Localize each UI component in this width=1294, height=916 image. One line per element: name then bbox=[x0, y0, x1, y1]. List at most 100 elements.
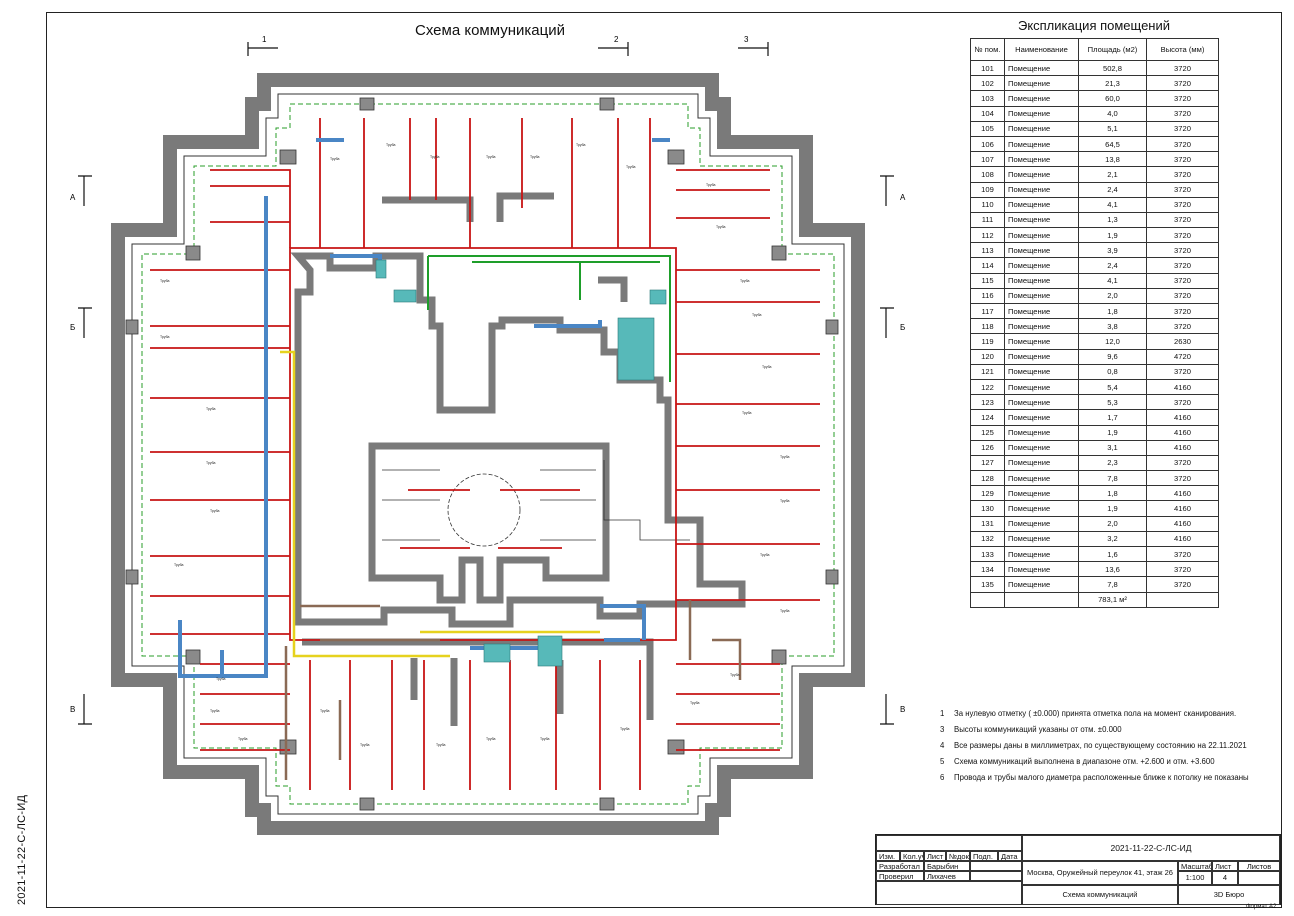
room-height: 4160 bbox=[1146, 485, 1219, 502]
stamp-checked-label: Проверил bbox=[876, 871, 924, 881]
room-number: 128 bbox=[970, 470, 1005, 487]
svg-text:Труба: Труба bbox=[386, 143, 396, 147]
total-row: 783,1 м² bbox=[970, 591, 1219, 608]
room-name: Помещение bbox=[1004, 227, 1079, 244]
axis-right-b: Б bbox=[900, 323, 905, 332]
room-height: 4160 bbox=[1146, 530, 1219, 548]
room-name: Помещение bbox=[1004, 242, 1079, 259]
stamp-blank bbox=[970, 871, 1022, 881]
svg-text:Труба: Труба bbox=[762, 365, 772, 369]
svg-text:Труба: Труба bbox=[430, 155, 440, 159]
room-height: 3720 bbox=[1146, 227, 1219, 244]
room-height: 3720 bbox=[1146, 394, 1219, 411]
room-number: 104 bbox=[970, 105, 1005, 122]
room-height: 3720 bbox=[1146, 166, 1219, 183]
room-name: Помещение bbox=[1004, 545, 1079, 563]
svg-text:Труба: Труба bbox=[780, 455, 790, 459]
room-name: Помещение bbox=[1004, 211, 1079, 229]
room-area: 2,4 bbox=[1078, 257, 1147, 274]
room-name: Помещение bbox=[1004, 333, 1079, 350]
red-pipes bbox=[150, 118, 820, 790]
axis-top-3: 3 bbox=[744, 35, 749, 44]
room-number: 119 bbox=[970, 333, 1005, 350]
header-height: Высота (мм) bbox=[1146, 38, 1219, 61]
room-name: Помещение bbox=[1004, 105, 1079, 122]
axis-top-1: 1 bbox=[262, 35, 267, 44]
room-number: 133 bbox=[970, 545, 1005, 563]
header-room-number: № пом. bbox=[970, 38, 1005, 61]
room-height: 3720 bbox=[1146, 75, 1219, 92]
stamp-checked-name: Лихачев bbox=[924, 871, 970, 881]
room-height: 3720 bbox=[1146, 120, 1219, 137]
room-number: 135 bbox=[970, 576, 1005, 593]
room-area: 2,0 bbox=[1078, 515, 1147, 532]
svg-text:Труба: Труба bbox=[320, 709, 330, 713]
stamp-col-data: Дата bbox=[998, 851, 1022, 861]
room-area: 2,0 bbox=[1078, 287, 1147, 305]
room-area: 7,8 bbox=[1078, 470, 1147, 487]
room-number: 102 bbox=[970, 75, 1005, 92]
blue-pipes bbox=[178, 138, 670, 678]
axis-right-v: В bbox=[900, 705, 905, 714]
total-area: 783,1 м² bbox=[1078, 591, 1147, 608]
stamp-blank bbox=[970, 861, 1022, 871]
axis-left-a: А bbox=[70, 193, 76, 202]
svg-text:Труба: Труба bbox=[752, 313, 762, 317]
room-area: 4,1 bbox=[1078, 272, 1147, 289]
room-area: 5,4 bbox=[1078, 378, 1147, 396]
axis-left-b: Б bbox=[70, 323, 75, 332]
svg-text:Труба: Труба bbox=[540, 737, 550, 741]
header-area: Площадь (м2) bbox=[1078, 38, 1147, 61]
room-name: Помещение bbox=[1004, 424, 1079, 441]
core-inner-lines bbox=[382, 460, 690, 547]
room-number: 101 bbox=[970, 59, 1005, 77]
room-area: 13,6 bbox=[1078, 561, 1147, 578]
room-height: 3720 bbox=[1146, 545, 1219, 563]
room-number: 109 bbox=[970, 181, 1005, 198]
room-number: 117 bbox=[970, 302, 1005, 320]
room-name: Помещение bbox=[1004, 515, 1079, 532]
room-area: 4,0 bbox=[1078, 105, 1147, 122]
room-area: 3,8 bbox=[1078, 318, 1147, 335]
svg-text:Труба: Труба bbox=[486, 155, 496, 159]
room-name: Помещение bbox=[1004, 302, 1079, 320]
stamp-col-list: Лист bbox=[924, 851, 946, 861]
room-name: Помещение bbox=[1004, 257, 1079, 274]
room-height: 3720 bbox=[1146, 151, 1219, 168]
room-name: Помещение bbox=[1004, 470, 1079, 487]
svg-text:Труба: Труба bbox=[160, 335, 170, 339]
svg-text:Труба: Труба bbox=[330, 157, 340, 161]
stamp-sheet-title: Схема коммуникаций bbox=[1022, 885, 1178, 905]
stamp-code: 2021-11-22-С-ЛС-ИД bbox=[1022, 835, 1280, 861]
svg-text:Труба: Труба bbox=[486, 737, 496, 741]
room-name: Помещение bbox=[1004, 409, 1079, 426]
yellow-pipes bbox=[280, 350, 600, 658]
room-area: 7,8 bbox=[1078, 576, 1147, 593]
cyan-equipment bbox=[375, 259, 667, 667]
room-number: 130 bbox=[970, 500, 1005, 517]
outer-wall-inner-line bbox=[131, 93, 845, 815]
room-number: 129 bbox=[970, 485, 1005, 502]
svg-text:Труба: Труба bbox=[206, 461, 216, 465]
svg-text:Труба: Труба bbox=[174, 563, 184, 567]
room-number: 113 bbox=[970, 242, 1005, 259]
room-number: 126 bbox=[970, 439, 1005, 456]
stamp-developed-label: Разработал bbox=[876, 861, 924, 871]
room-name: Помещение bbox=[1004, 166, 1079, 183]
room-number: 112 bbox=[970, 227, 1005, 244]
